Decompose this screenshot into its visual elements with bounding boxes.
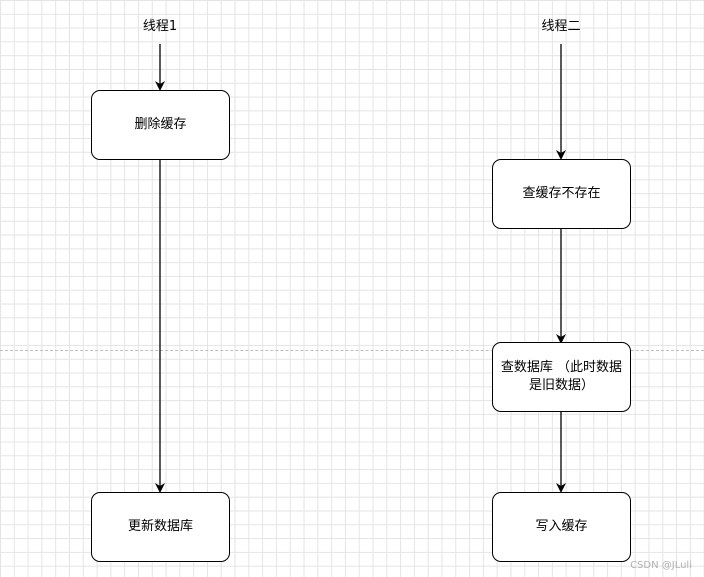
- node-write-cache: 写入缓存: [492, 492, 631, 562]
- page-break-line: [0, 350, 704, 351]
- node-delete-cache: 删除缓存: [91, 90, 230, 160]
- node-query-database-stale: 查数据库 （此时数据 是旧数据）: [492, 342, 631, 412]
- thread2-label: 线程二: [541, 19, 581, 34]
- watermark: CSDN @JLuli: [630, 560, 692, 571]
- node-update-database: 更新数据库: [91, 492, 230, 562]
- node-cache-miss: 查缓存不存在: [492, 159, 631, 229]
- thread1-label: 线程1: [142, 19, 178, 34]
